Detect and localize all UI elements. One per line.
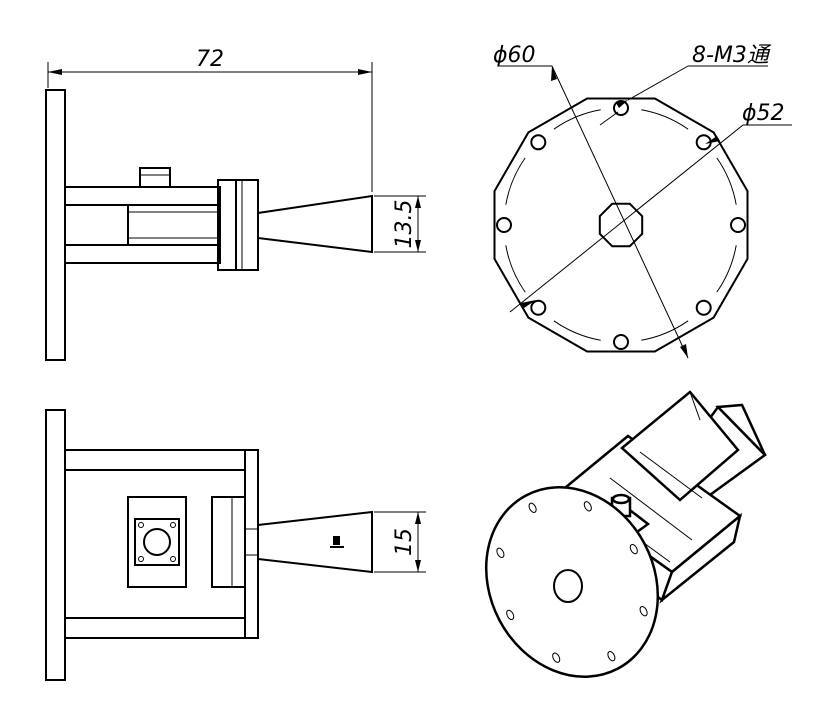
bolt-hole — [613, 100, 629, 116]
bolt-circle-arcs — [505, 109, 737, 341]
bolt-circle-arc — [505, 245, 526, 293]
iso-flange-hole — [496, 547, 505, 558]
phi52-leader — [509, 124, 744, 313]
bolt-hole — [530, 134, 547, 151]
flange-dodecagon — [493, 97, 749, 353]
iso-flange-hole — [583, 501, 592, 512]
top-connector-port — [143, 528, 171, 556]
top-connector-plate — [127, 496, 187, 588]
top-aperture-dim-label: 15 — [392, 528, 417, 556]
isometric-view — [484, 390, 767, 678]
bolt-hole — [695, 299, 712, 316]
center-octagon — [598, 202, 644, 248]
bolt-hole — [730, 217, 746, 233]
bolt-hole — [496, 217, 512, 233]
bolt-circle-arc — [641, 320, 689, 341]
bolt-hole — [530, 299, 547, 316]
bolt-circle-arc — [553, 320, 601, 341]
iso-flange-center-hole — [553, 569, 583, 603]
iso-flange-hole — [639, 606, 648, 617]
phi52-label: ϕ52 — [742, 101, 785, 126]
iso-flange-hole — [506, 609, 515, 621]
top-connector-base — [134, 518, 180, 566]
side-aperture-dim-label: 13.5 — [392, 200, 417, 249]
iso-flange-holes — [496, 501, 648, 663]
side-body-bottom-rail — [64, 244, 221, 264]
holes-label: 8-M3通 — [692, 43, 772, 68]
top-view: 15 — [45, 409, 426, 681]
top-body — [64, 449, 246, 639]
side-connector — [139, 167, 171, 188]
iso-clamp — [620, 390, 740, 502]
phi60-label: ϕ60 — [493, 43, 536, 68]
bolt-circle-arc — [716, 245, 737, 293]
side-horn-mount — [235, 179, 259, 271]
bolt-hole — [613, 334, 629, 350]
flange-outline — [493, 97, 749, 353]
top-block — [211, 496, 246, 588]
horn-mark — [333, 536, 340, 545]
bolt-circle-arc — [505, 157, 526, 205]
side-flange — [45, 89, 66, 361]
bolt-holes — [496, 100, 746, 350]
side-body-top-rail — [64, 186, 221, 206]
iso-flange-hole — [552, 652, 561, 663]
iso-flange — [484, 486, 660, 678]
side-slot — [127, 204, 221, 246]
holes-leader — [627, 65, 689, 101]
iso-flange-hole — [528, 502, 537, 513]
length-dim-label: 72 — [196, 47, 224, 72]
side-horn — [257, 194, 373, 254]
side-view: 72 13.5 — [45, 47, 426, 361]
top-flange — [45, 409, 66, 681]
front-view: ϕ60 ϕ52 8-M3通 — [493, 43, 792, 359]
top-clamp — [244, 449, 259, 639]
iso-flange-hole — [629, 543, 638, 555]
bolt-circle-arc — [716, 157, 737, 205]
top-horn — [257, 510, 373, 574]
bolt-circle-arc — [641, 109, 689, 130]
iso-flange-hole — [607, 651, 616, 662]
phi60-leader — [551, 65, 689, 359]
